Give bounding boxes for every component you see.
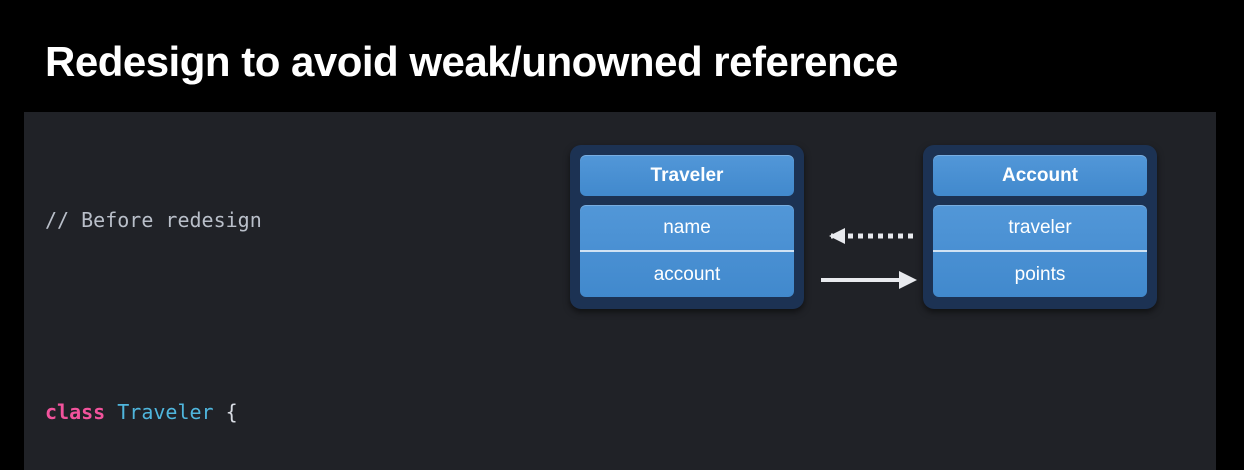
uml-box-traveler-title: Traveler xyxy=(580,155,794,196)
class-diagram: Traveler name account xyxy=(560,138,1180,323)
code-line-class-traveler-open: class Traveler { xyxy=(45,400,430,424)
code-token-type-traveler: Traveler xyxy=(117,400,214,424)
uml-box-account: Account traveler points xyxy=(923,145,1157,309)
reference-arrows xyxy=(813,138,923,323)
code-block: // Before redesign class Traveler { var … xyxy=(45,136,430,470)
arrows-svg xyxy=(821,228,917,289)
weak-reference-arrowhead xyxy=(829,228,845,244)
strong-reference-arrow-right xyxy=(821,271,917,289)
strong-reference-arrowhead xyxy=(899,271,917,289)
uml-row-traveler-account: account xyxy=(580,250,794,297)
code-token-comment: // Before redesign xyxy=(45,208,262,232)
code-token-space xyxy=(105,400,117,424)
uml-row-traveler-name: name xyxy=(663,217,711,238)
uml-row-account-points: points xyxy=(933,250,1147,297)
uml-box-account-title: Account xyxy=(933,155,1147,196)
uml-box-account-body: traveler points xyxy=(933,205,1147,297)
uml-box-traveler: Traveler name account xyxy=(570,145,804,309)
code-token-brace-open: { xyxy=(213,400,238,424)
code-token-keyword-class: class xyxy=(45,400,106,424)
weak-reference-arrow-left xyxy=(829,228,913,244)
uml-box-traveler-body: name account xyxy=(580,205,794,297)
code-line-comment: // Before redesign xyxy=(45,208,430,232)
code-panel: // Before redesign class Traveler { var … xyxy=(24,112,1216,470)
code-line-blank-1 xyxy=(45,304,430,328)
uml-row-account-traveler: traveler xyxy=(1008,217,1072,238)
page-title: Redesign to avoid weak/unowned reference xyxy=(45,38,898,86)
